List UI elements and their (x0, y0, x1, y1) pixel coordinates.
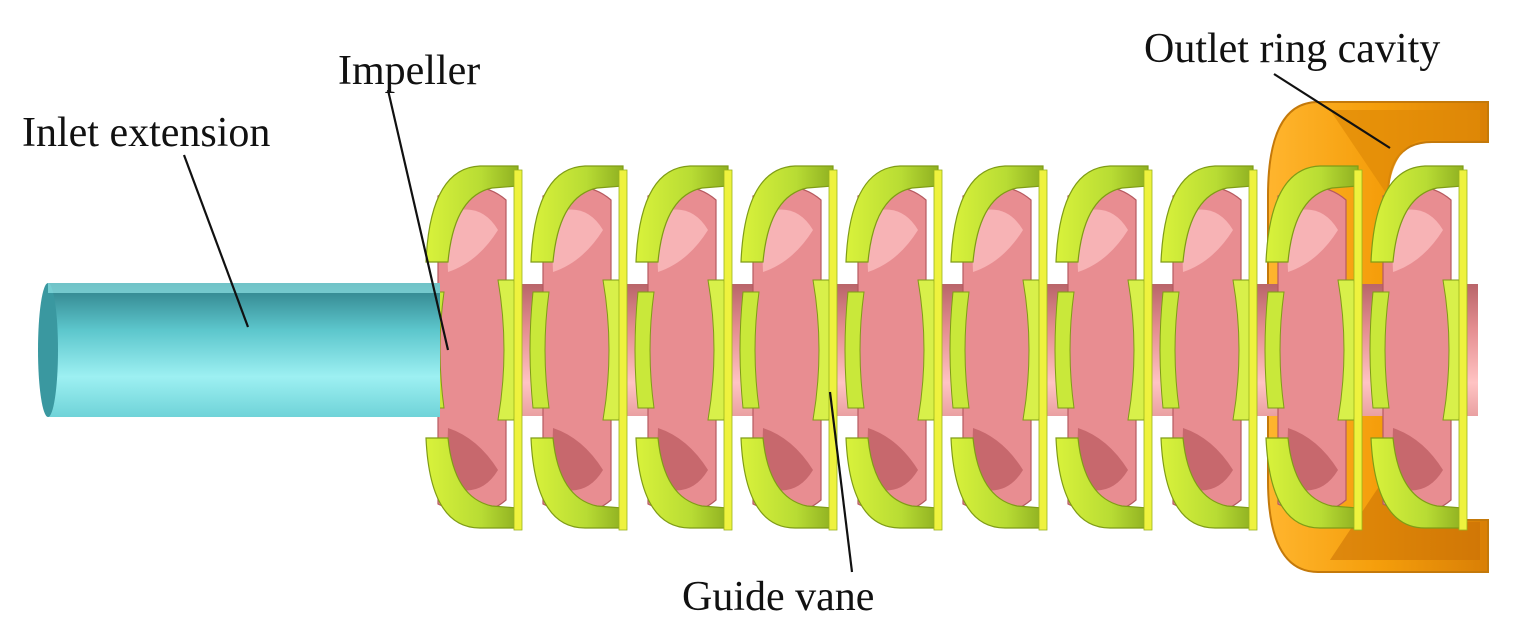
pump-stage (740, 166, 837, 530)
guide-vane-label: Guide vane (682, 574, 874, 618)
vane-flange (1039, 170, 1047, 530)
vane-flange (934, 170, 942, 530)
pump-stage (845, 166, 942, 530)
vane-flange (1459, 170, 1467, 530)
vane-flange (1354, 170, 1362, 530)
vane-flange (514, 170, 522, 530)
vane-flange (829, 170, 837, 530)
vane-flange (1144, 170, 1152, 530)
pump-stages (418, 166, 1478, 530)
vane-flange (724, 170, 732, 530)
pump-stage (530, 166, 627, 530)
pump-stage (1370, 166, 1467, 530)
pump-stage (635, 166, 732, 530)
pump-stage (950, 166, 1047, 530)
pump-stage (1160, 166, 1257, 530)
impeller-label: Impeller (338, 48, 480, 94)
vane-flange (619, 170, 627, 530)
pump-stage (1055, 166, 1152, 530)
inlet-extension-label: Inlet extension (22, 110, 270, 156)
outlet-ring-cavity-label: Outlet ring cavity (1144, 26, 1440, 72)
vane-flange (1249, 170, 1257, 530)
